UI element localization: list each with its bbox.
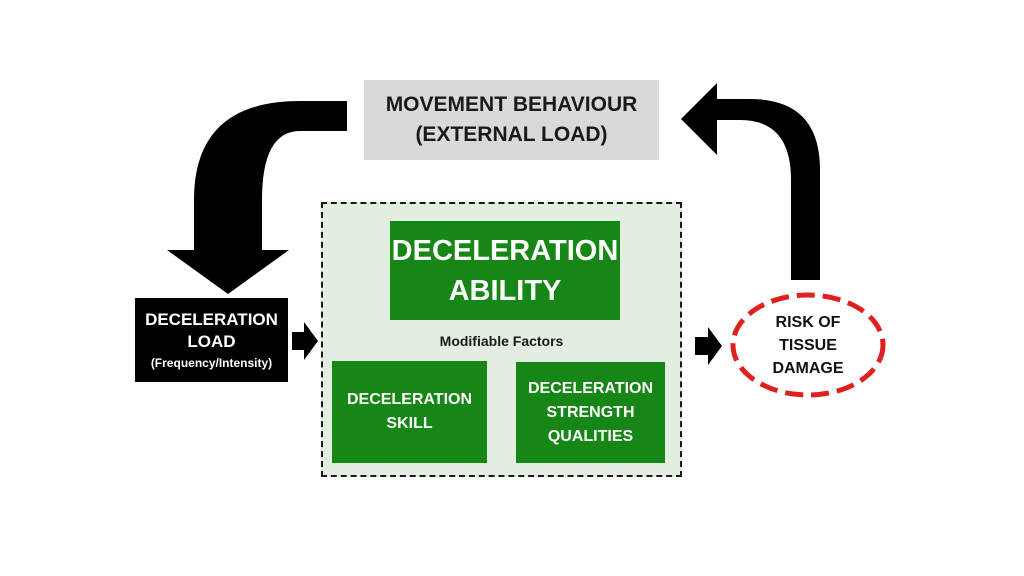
- risk-line3: DAMAGE: [772, 359, 844, 377]
- movement-behaviour-subtitle: (EXTERNAL LOAD): [415, 123, 608, 146]
- deceleration-ability-line1: DECELERATION: [391, 234, 619, 267]
- curved-arrow-up-left-icon: [681, 83, 820, 280]
- deceleration-strength-line2: STRENGTH: [546, 403, 635, 421]
- risk-ellipse: [730, 292, 886, 398]
- deceleration-skill-box: DECELERATION SKILL: [332, 361, 487, 463]
- deceleration-strength-box: DECELERATION STRENGTH QUALITIES: [516, 362, 665, 463]
- modifiable-factors-label: Modifiable Factors: [439, 333, 564, 349]
- deceleration-skill-line2: SKILL: [386, 415, 433, 432]
- deceleration-strength-line3: QUALITIES: [547, 427, 634, 445]
- risk-line2: TISSUE: [779, 336, 837, 354]
- deceleration-load-box: DECELERATION LOAD (Frequency/Intensity): [135, 298, 288, 382]
- curved-arrow-down-left-icon: [167, 101, 347, 294]
- risk-line1: RISK OF: [775, 313, 841, 331]
- deceleration-ability-line2: ABILITY: [448, 274, 562, 307]
- movement-behaviour-title: MOVEMENT BEHAVIOUR: [385, 93, 638, 116]
- deceleration-load-line1: DECELERATION: [145, 310, 278, 329]
- risk-of-tissue-damage: RISK OF TISSUE DAMAGE: [735, 302, 881, 388]
- deceleration-load-line2: LOAD: [187, 332, 236, 351]
- arrow-right-icon: [695, 327, 722, 365]
- arrow-right-icon: [292, 322, 318, 360]
- deceleration-ability-box: DECELERATION ABILITY: [390, 221, 620, 320]
- movement-behaviour-box: MOVEMENT BEHAVIOUR (EXTERNAL LOAD): [364, 80, 659, 160]
- deceleration-load-sub: (Frequency/Intensity): [150, 356, 273, 370]
- deceleration-skill-line1: DECELERATION: [346, 391, 473, 408]
- deceleration-strength-line1: DECELERATION: [527, 379, 654, 397]
